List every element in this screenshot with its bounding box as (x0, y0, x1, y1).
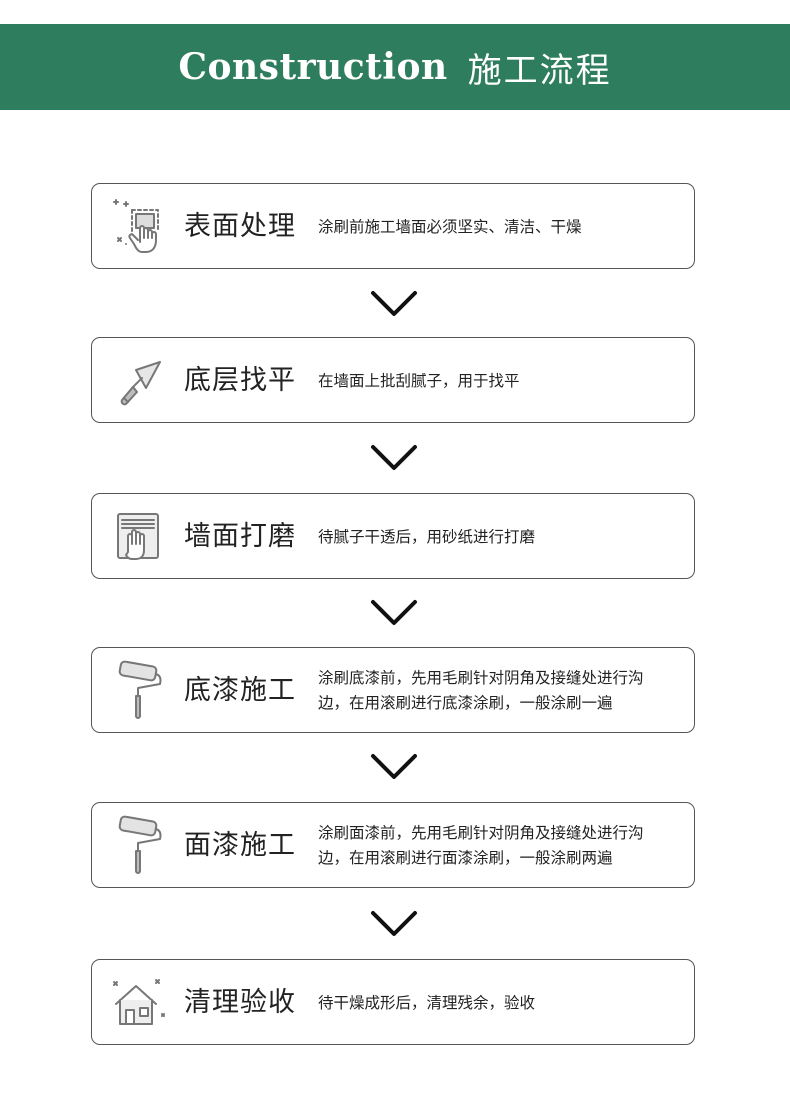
chevron-down-icon (369, 598, 419, 628)
step-description: 待干燥成形后，清理残余，验收 (318, 993, 536, 1012)
chevron-down-icon (369, 752, 419, 782)
paint-roller-icon (106, 813, 172, 879)
step-title: 底层找平 (184, 365, 296, 396)
step-title: 清理验收 (184, 987, 296, 1018)
banner-title-zh: 施工流程 (467, 50, 612, 91)
step-description: 涂刷面漆前，先用毛刷针对阴角及接缝处进行沟边，在用滚刷进行面漆涂刷，一般涂刷两遍 (318, 824, 644, 867)
step-title: 面漆施工 (184, 830, 296, 861)
step-leveling: 底层找平 在墙面上批刮腻子，用于找平 (91, 337, 695, 423)
chevron-down-icon (369, 289, 419, 319)
step-primer: 底漆施工 涂刷底漆前，先用毛刷针对阴角及接缝处进行沟边，在用滚刷进行底漆涂刷，一… (91, 647, 695, 733)
sanding-hand-icon (106, 504, 172, 570)
header-banner: Construction 施工流程 (0, 24, 790, 110)
step-cleanup-acceptance: 清理验收 待干燥成形后，清理残余，验收 (91, 959, 695, 1045)
trowel-icon (106, 348, 172, 414)
step-title: 底漆施工 (184, 675, 296, 706)
chevron-down-icon (369, 909, 419, 939)
step-description: 涂刷底漆前，先用毛刷针对阴角及接缝处进行沟边，在用滚刷进行底漆涂刷，一般涂刷一遍 (318, 669, 644, 712)
step-title: 墙面打磨 (184, 521, 296, 552)
hand-touch-icon (106, 194, 172, 260)
banner-title-en: Construction (178, 46, 448, 88)
step-sanding: 墙面打磨 待腻子干透后，用砂纸进行打磨 (91, 493, 695, 579)
chevron-down-icon (369, 443, 419, 473)
clean-house-icon (106, 970, 172, 1036)
step-surface-treatment: 表面处理 涂刷前施工墙面必须坚实、清洁、干燥 (91, 183, 695, 269)
step-title: 表面处理 (184, 211, 296, 242)
step-description: 在墙面上批刮腻子，用于找平 (318, 371, 520, 390)
step-description: 待腻子干透后，用砂纸进行打磨 (318, 527, 536, 546)
step-topcoat: 面漆施工 涂刷面漆前，先用毛刷针对阴角及接缝处进行沟边，在用滚刷进行面漆涂刷，一… (91, 802, 695, 888)
step-description: 涂刷前施工墙面必须坚实、清洁、干燥 (318, 217, 582, 236)
paint-roller-icon (106, 658, 172, 724)
